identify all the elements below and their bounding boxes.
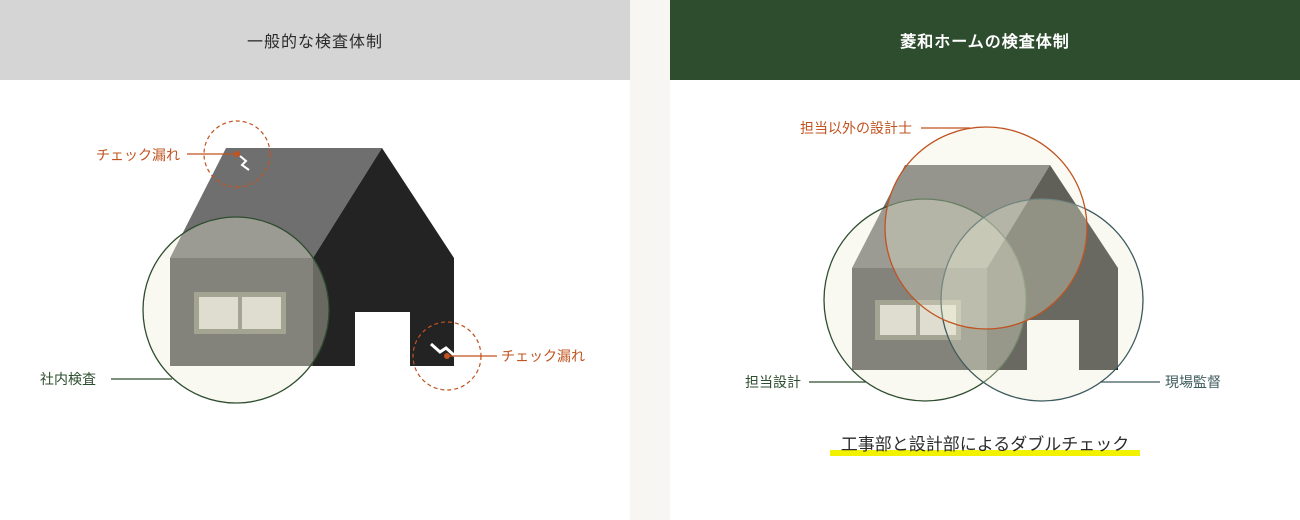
ryowa-inspection-panel: 菱和ホームの検査体制 担当以外の設計士 担当設計 現: [670, 0, 1300, 520]
house-roof: [170, 148, 382, 258]
general-inspection-panel: 一般的な検査体制: [0, 0, 630, 520]
crack-icon: [239, 155, 250, 171]
site-supervisor-label: 現場監督: [1165, 374, 1221, 391]
caption-highlight: [830, 450, 1140, 456]
ryowa-inspection-title: 菱和ホームの検査体制: [670, 0, 1300, 80]
missed-check-label-bottom: チェック漏れ: [501, 349, 585, 365]
other-architect-label: 担当以外の設計士: [800, 121, 912, 137]
double-check-caption: 工事部と設計部によるダブルチェック: [841, 434, 1130, 455]
house-gable: [313, 148, 454, 366]
internal-inspection-label: 社内検査: [40, 372, 96, 388]
assigned-design-label: 担当設計: [745, 375, 801, 391]
house-door: [1027, 320, 1079, 370]
missed-check-label-top: チェック漏れ: [96, 148, 180, 164]
internal-inspection-circle: [142, 216, 330, 404]
general-house-illustration: チェック漏れ チェック漏れ 社内検査: [40, 120, 585, 404]
site-supervisor-circle: [940, 198, 1144, 402]
other-architect-circle: [884, 126, 1088, 330]
crack-icon: [430, 342, 456, 358]
missed-check-circle-top: [203, 120, 271, 188]
house-gable: [987, 165, 1118, 370]
assigned-design-circle: [823, 198, 1027, 402]
general-inspection-title: 一般的な検査体制: [0, 0, 630, 80]
ryowa-house-illustration: 担当以外の設計士 担当設計 現場監督 工事部と設計部によるダブルチェック: [745, 121, 1221, 456]
house-roof: [852, 165, 1050, 268]
house-door: [355, 312, 410, 366]
